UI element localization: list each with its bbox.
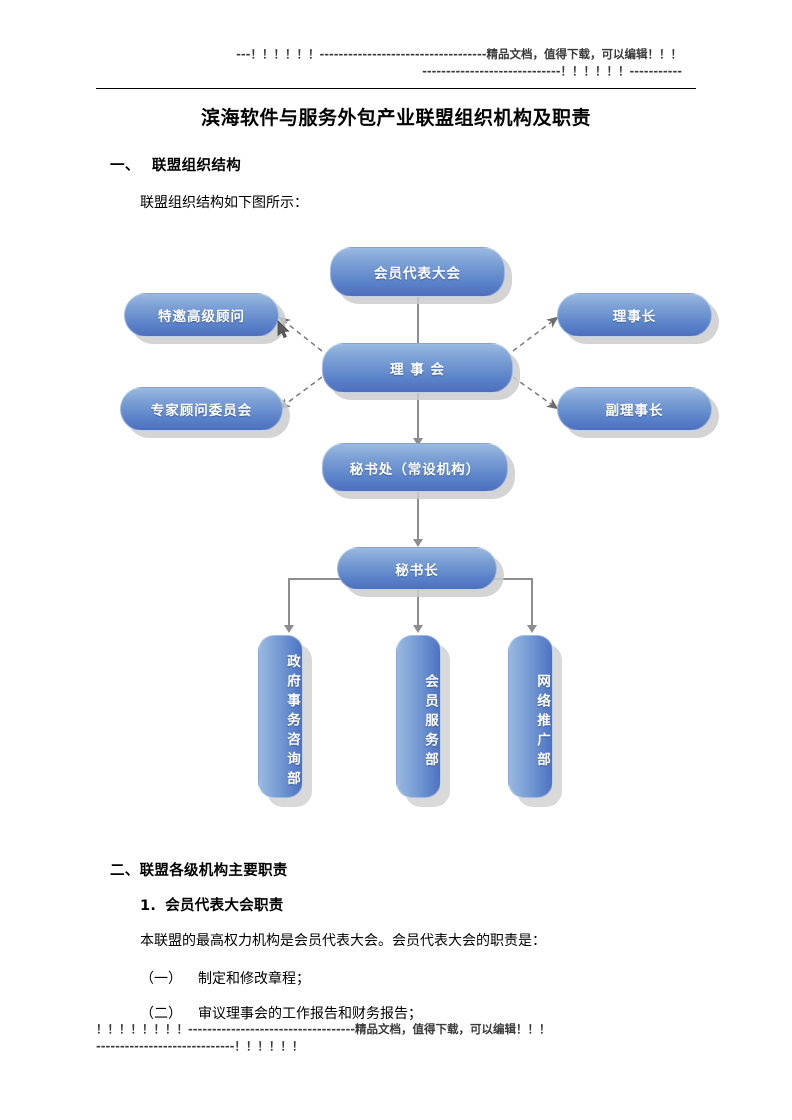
node-expert-committee[interactable]: 专家顾问委员会 [120,387,283,431]
footer-watermark: ！！！！！！！！--------------------------------… [96,1021,696,1055]
node-vice-chairman[interactable]: 副理事长 [557,387,712,431]
header-watermark: ---！！！！！！-------------------------------… [96,46,696,80]
arrowhead-dept-gov [284,625,294,633]
connector-council-secretariat [417,393,419,442]
node-dept-government-affairs-label: 政府事务咨询部 [284,654,300,791]
node-secretary-general-label: 秘书长 [395,562,439,579]
connector-assembly-council [417,297,419,347]
section-2-body-paragraph: 本联盟的最高权力机构是会员代表大会。会员代表大会的职责是： [140,933,546,949]
node-vice-chairman-label: 副理事长 [605,403,664,419]
connector-bus-right [531,578,533,630]
list-item-text: 审议理事会的工作报告和财务报告； [198,1006,422,1022]
node-secretariat[interactable]: 秘书处（常设机构） [322,443,508,492]
node-dept-network-promotion-label: 网络推广部 [534,673,550,772]
node-expert-committee-label: 专家顾问委员会 [150,403,253,419]
connector-secretariat-secgeneral [417,492,419,543]
node-dept-government-affairs[interactable]: 政府事务咨询部 [258,635,303,798]
node-dept-member-service-label: 会员服务部 [422,673,438,772]
footer-watermark-line-2: -----------------------------！！！！！！ [96,1039,304,1053]
section-1-heading: 一、联盟组织结构 [110,154,241,175]
section-2-heading: 二、联盟各级机构主要职责 [110,863,288,879]
section-1-intro: 联盟组织结构如下图所示： [140,195,308,211]
section-1-number: 一、 [110,158,140,174]
node-assembly-label: 会员代表大会 [374,266,461,282]
section-2-sub-heading-1: 1. 会员代表大会职责 [140,894,284,915]
node-council-label: 理 事 会 [390,362,445,378]
connector-bus-left [288,578,290,630]
connector-bus-mid [417,593,419,630]
section-2-sub-heading-1-number: 1. [140,898,157,914]
node-dept-member-service[interactable]: 会员服务部 [396,635,441,798]
section-1-heading-text: 联盟组织结构 [151,158,242,174]
arrowhead-dept-net [527,625,537,633]
list-item-label: （二） [140,1006,182,1022]
node-advisor[interactable]: 特邀高级顾问 [124,293,279,337]
list-item-label: （一） [140,971,182,987]
arrowhead-dept-member [413,625,423,633]
node-dept-network-promotion[interactable]: 网络推广部 [508,635,553,798]
node-advisor-label: 特邀高级顾问 [158,309,245,325]
header-watermark-line-2: -----------------------------！！！！！！-----… [422,64,682,78]
section-2-sub-heading-1-text: 会员代表大会职责 [165,898,284,914]
mouse-cursor-icon [277,320,290,339]
node-chairman[interactable]: 理事长 [557,293,712,337]
page-title: 滨海软件与服务外包产业联盟组织机构及职责 [200,107,591,129]
header-rule [96,88,696,89]
org-chart: 会员代表大会 特邀高级顾问 理 事 会 理事长 专家顾问委员会 副理事长 秘书处… [0,225,792,805]
connector-secgeneral-bus-stem [417,590,419,595]
node-secretary-general[interactable]: 秘书长 [337,547,497,590]
node-chairman-label: 理事长 [612,309,657,325]
list-item: （一） 制定和修改章程； [140,968,310,988]
footer-watermark-line-1: ！！！！！！！！--------------------------------… [96,1022,551,1036]
list-item-text: 制定和修改章程； [198,971,310,987]
node-assembly[interactable]: 会员代表大会 [330,247,505,297]
node-council[interactable]: 理 事 会 [322,343,513,393]
list-item: （二） 审议理事会的工作报告和财务报告； [140,1003,422,1023]
arrowhead-council-secretariat [413,438,423,446]
node-secretariat-label: 秘书处（常设机构） [349,461,481,478]
arrowhead-secretariat-secgeneral [413,539,423,547]
header-watermark-line-1: ---！！！！！！-------------------------------… [236,47,682,61]
